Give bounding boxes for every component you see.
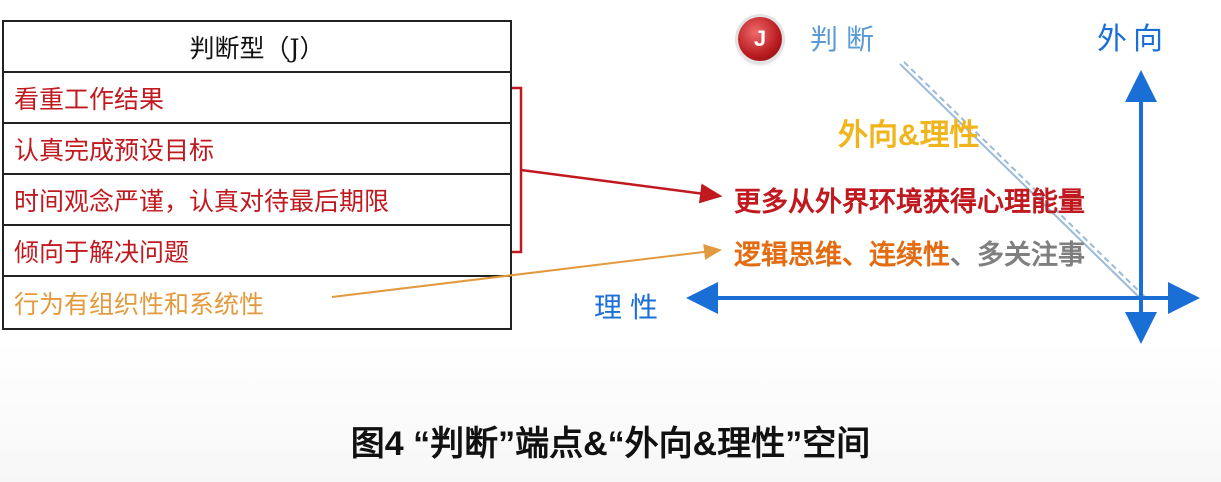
table-row: 看重工作结果 xyxy=(4,73,510,124)
red-bracket xyxy=(512,86,523,254)
judging-traits-table: 判断型（J） 看重工作结果 认真完成预设目标 时间观念严谨，认真对待最后期限 倾… xyxy=(2,20,512,330)
quadrant-bullet-energy: 更多从外界环境获得心理能量 xyxy=(734,187,1085,217)
table-row: 认真完成预设目标 xyxy=(4,124,510,175)
rational-axis-label: 理性 xyxy=(594,292,667,323)
table-row: 时间观念严谨，认真对待最后期限 xyxy=(4,175,510,226)
background-fade xyxy=(0,340,1221,482)
table-row: 行为有组织性和系统性 xyxy=(14,289,265,319)
orange-arrow xyxy=(331,243,722,298)
bullet2-rest: 、多关注事 xyxy=(950,240,1085,270)
quadrant-title: 外向&理性 xyxy=(838,119,980,152)
table-header: 判断型（J） xyxy=(4,22,510,73)
extraversion-axis-label: 外向 xyxy=(1097,23,1169,56)
table-row: 倾向于解决问题 xyxy=(4,226,510,277)
diagonal-divider xyxy=(899,63,1143,301)
bullet2-highlight: 逻辑思维、连续性 xyxy=(734,240,950,270)
j-badge-icon: J xyxy=(738,17,782,61)
quadrant-bullet-logic: 逻辑思维、连续性、多关注事 xyxy=(734,233,1085,272)
figure-caption: 图4 “判断”端点&“外向&理性”空间 xyxy=(350,425,871,463)
red-arrow xyxy=(520,168,723,204)
judge-label: 判断 xyxy=(810,24,883,55)
